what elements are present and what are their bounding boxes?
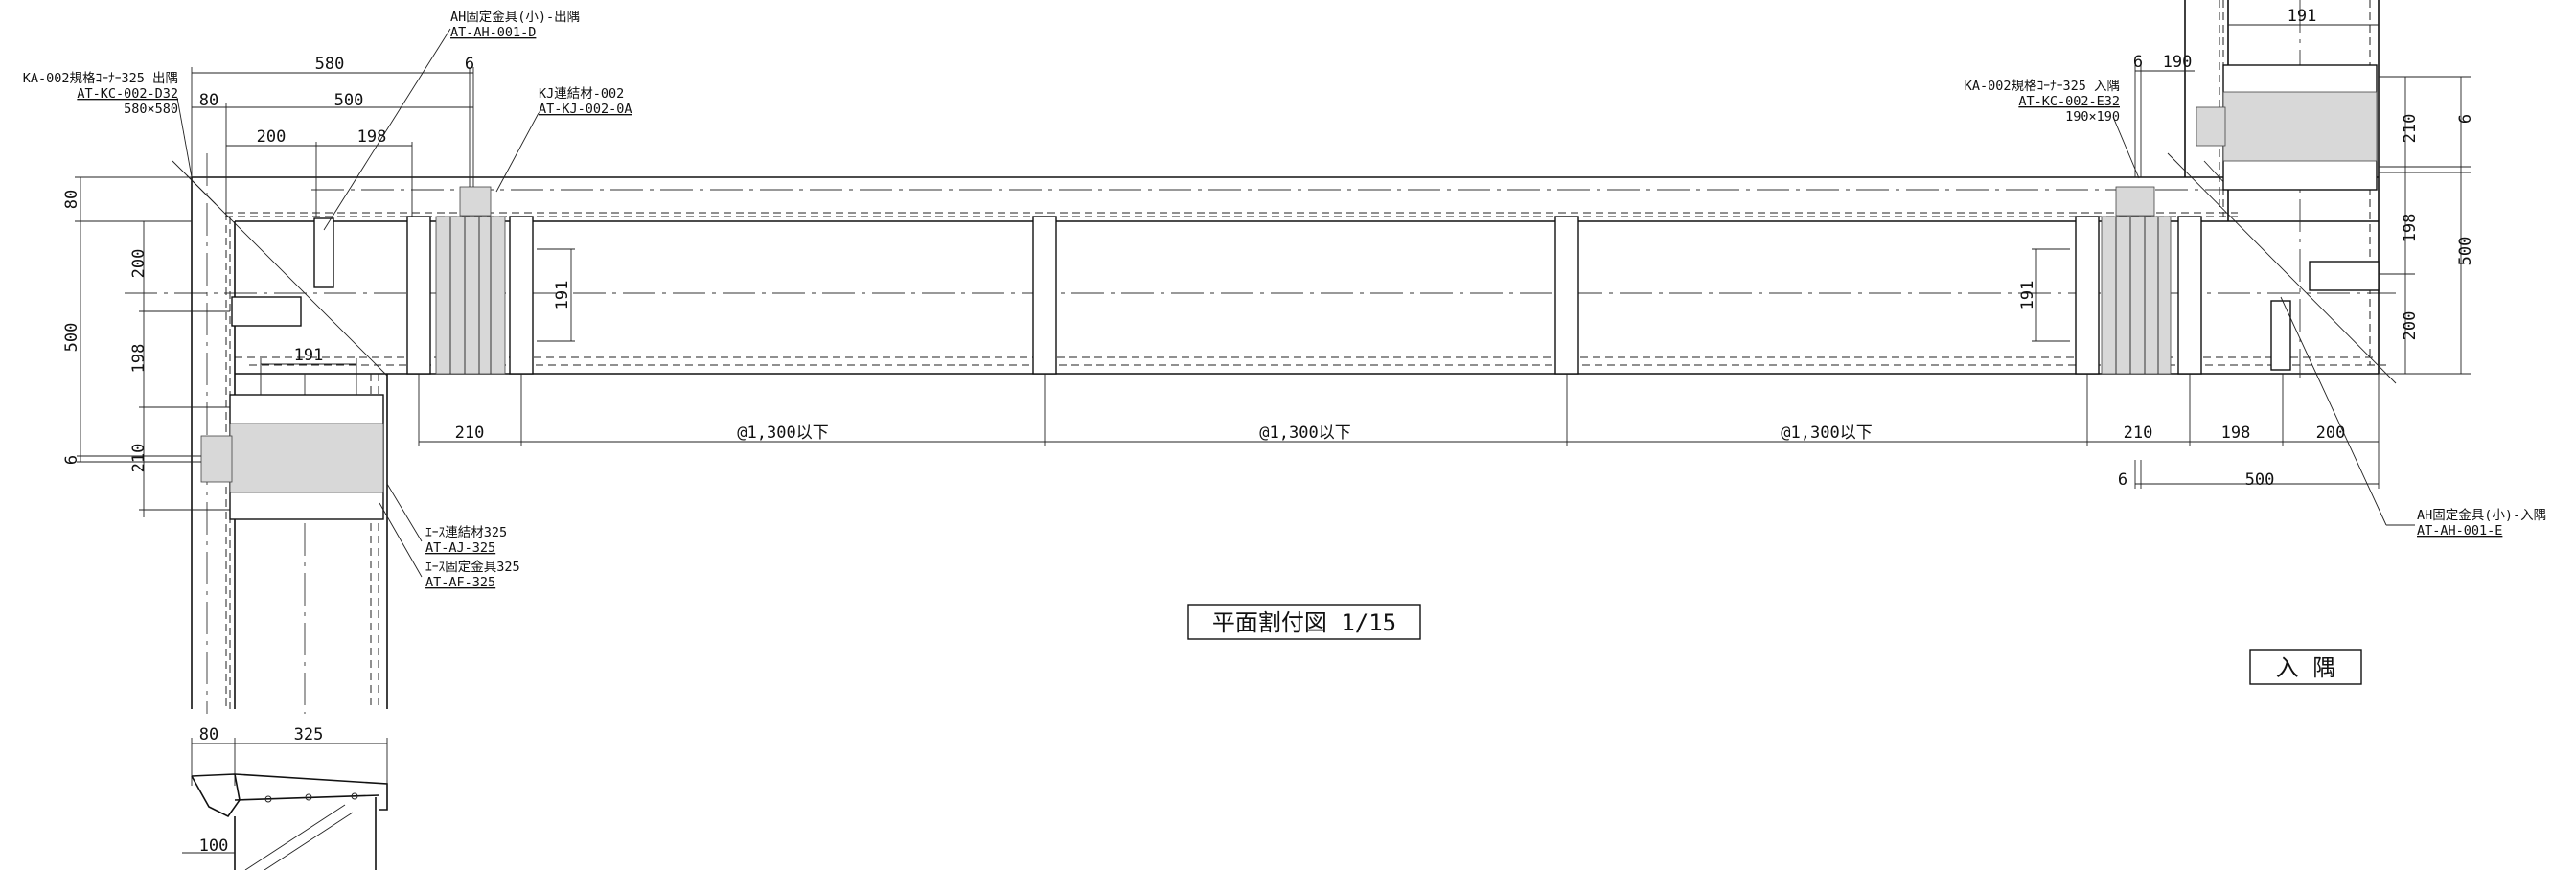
dim-pitch-3: @1,300以下 — [1781, 424, 1872, 443]
dim-top-6: 6 — [465, 55, 474, 74]
callout-ka-in: KA-002規格ｺｰﾅｰ325 入隅 AT-KC-002-E32 190×190 — [1965, 79, 2120, 125]
ah-out-code: AT-AH-001-D — [450, 25, 536, 40]
ace-clamp-right — [2196, 106, 2226, 147]
dim-sec-100: 100 — [199, 836, 229, 856]
aj-code: AT-AJ-325 — [426, 540, 495, 556]
dim-sec-80: 80 — [199, 725, 218, 744]
bracket-left-2 — [509, 216, 534, 375]
ka-out-name: KA-002規格ｺｰﾅｰ325 出隅 — [23, 71, 178, 86]
callout-ka-out: KA-002規格ｺｰﾅｰ325 出隅 AT-KC-002-D32 580×580 — [23, 71, 178, 117]
dim-top-198: 198 — [357, 127, 387, 147]
clamp-right — [2115, 186, 2155, 217]
bracket-left-1 — [406, 216, 431, 375]
dimension-lines — [75, 24, 2471, 517]
bracket-mid-1 — [1032, 216, 1057, 375]
corner-label: 入 隅 — [2276, 654, 2335, 681]
bracket-mid-2 — [1554, 216, 1579, 375]
dim-bot-500: 500 — [2245, 470, 2275, 490]
callout-aj-af: ｴｰｽ連結材325 AT-AJ-325 ｴｰｽ固定金具325 AT-AF-325 — [426, 525, 520, 590]
ka-out-code: AT-KC-002-D32 — [77, 86, 178, 102]
ah-in-name: AH固定金具(小)-入隅 — [2417, 508, 2546, 523]
dim-pitch-1: @1,300以下 — [737, 424, 828, 443]
kj-name: KJ連結材-002 — [539, 86, 624, 102]
dim-tr-190: 190 — [2163, 53, 2193, 72]
dim-top-80: 80 — [199, 91, 218, 110]
joint-left — [435, 216, 506, 375]
dim-bot-6: 6 — [2118, 470, 2128, 490]
ka-in-name: KA-002規格ｺｰﾅｰ325 入隅 — [1965, 79, 2120, 94]
dim-left-80: 80 — [62, 190, 81, 209]
dim-left-500: 500 — [62, 323, 81, 353]
bracket-right-1 — [2075, 216, 2100, 375]
plan-title: 平面割付図 1/15 — [1212, 609, 1396, 636]
dim-tr-191: 191 — [2288, 7, 2317, 26]
dim-pitch-2: @1,300以下 — [1259, 424, 1350, 443]
ah-fixing-outer — [313, 218, 334, 288]
dim-bot-210-right: 210 — [2124, 424, 2153, 443]
dim-mid-191: 191 — [294, 346, 324, 365]
af-code: AT-AF-325 — [426, 575, 495, 590]
plan-title-block: 平面割付図 1/15 — [1187, 604, 1421, 640]
dim-left-200: 200 — [129, 249, 149, 279]
dim-top-500: 500 — [334, 91, 364, 110]
dim-right-210: 210 — [2401, 114, 2420, 144]
aj-name: ｴｰｽ連結材325 — [426, 525, 507, 540]
dim-top-200: 200 — [257, 127, 287, 147]
left-vertical-rail — [172, 153, 388, 714]
dim-bot-200: 200 — [2316, 424, 2346, 443]
ka-out-size: 580×580 — [124, 102, 178, 117]
dim-right-6: 6 — [2456, 114, 2475, 124]
af-name: ｴｰｽ固定金具325 — [426, 560, 520, 575]
side-fixing-left — [231, 296, 302, 327]
section-detail — [182, 738, 388, 870]
dim-bot-198: 198 — [2221, 424, 2251, 443]
joint-right — [2101, 216, 2172, 375]
bracket-right-2 — [2177, 216, 2202, 375]
leader-lines — [176, 28, 2415, 578]
dim-left-210: 210 — [129, 444, 149, 473]
ka-in-code: AT-KC-002-E32 — [2018, 94, 2120, 109]
side-fixing-right — [2309, 261, 2380, 291]
dim-v191-right: 191 — [2018, 281, 2037, 310]
dim-v191-left: 191 — [553, 281, 572, 310]
corner-label-block: 入 隅 — [2249, 649, 2362, 685]
ka-in-size: 190×190 — [2065, 109, 2120, 125]
brackets — [200, 64, 2380, 520]
ace-clamp-left — [200, 435, 233, 483]
callout-ah-in: AH固定金具(小)-入隅 AT-AH-001-E — [2417, 508, 2546, 538]
ah-out-name: AH固定金具(小)-出隅 — [450, 10, 580, 25]
dim-sec-325: 325 — [294, 725, 324, 744]
ah-fixing-inner — [2270, 300, 2291, 371]
ah-in-code: AT-AH-001-E — [2417, 523, 2502, 538]
dimension-texts: 580 6 80 500 200 198 80 200 500 198 6 21… — [62, 7, 2475, 856]
dim-right-198: 198 — [2401, 214, 2420, 243]
dim-tr-6: 6 — [2133, 53, 2143, 72]
clamp-left — [459, 186, 492, 217]
dim-right-500: 500 — [2456, 237, 2475, 266]
dim-top-580: 580 — [315, 55, 345, 74]
dim-left-198: 198 — [129, 344, 149, 374]
callout-ah-out: AH固定金具(小)-出隅 AT-AH-001-D — [450, 10, 580, 40]
kj-code: AT-KJ-002-0A — [539, 102, 632, 117]
dim-bot-210-left: 210 — [455, 424, 485, 443]
callout-kj: KJ連結材-002 AT-KJ-002-0A — [539, 86, 632, 117]
dim-left-6: 6 — [62, 455, 81, 465]
dim-right-200: 200 — [2401, 311, 2420, 341]
